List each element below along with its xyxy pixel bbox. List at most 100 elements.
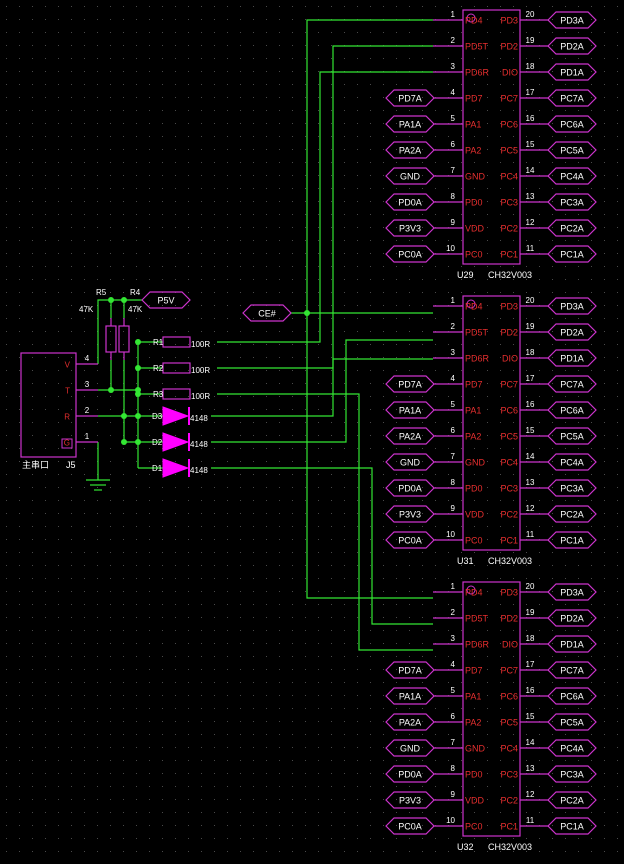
pin-number: 12 <box>526 218 535 227</box>
net-label-text: PC1A <box>560 250 584 260</box>
net-label: PC3A <box>547 765 597 783</box>
net-label: PD0A <box>385 193 435 211</box>
pin-name: PC2 <box>500 796 518 806</box>
connector-key <box>61 438 73 449</box>
net-label-outline <box>547 505 597 523</box>
net-label: PD3A <box>547 583 597 601</box>
chip-part: CH32V003 <box>488 270 532 280</box>
pin-number: 10 <box>446 816 455 825</box>
net-label: P3V3 <box>385 219 435 237</box>
pin-name: PC1 <box>500 822 518 832</box>
net-label-text: PD1A <box>560 640 584 650</box>
net-label-text: GND <box>400 172 421 182</box>
junction-dot <box>135 339 141 345</box>
pin-name: PD4 <box>465 302 483 312</box>
net-label-text: PD3A <box>560 302 584 312</box>
pin-name: PD2 <box>500 328 518 338</box>
chip-u32: 1PD42PD5T3PD6R4PD75PA16PA27GND8PD09VDD10… <box>433 581 549 852</box>
pullup-value: 47K <box>79 305 94 314</box>
chip-u29: 1PD42PD5T3PD6R4PD75PA16PA27GND8PD09VDD10… <box>433 9 549 280</box>
pin-name: PC0 <box>465 536 483 546</box>
net-label-text: P3V3 <box>399 510 421 520</box>
net-label-outline <box>385 453 435 471</box>
junction-dot <box>121 413 127 419</box>
net-label-text: PC5A <box>560 432 584 442</box>
junction-dot <box>135 413 141 419</box>
junction-dot <box>121 439 127 445</box>
pin-name: PD7 <box>465 94 483 104</box>
connector-pin-name: T <box>65 387 70 396</box>
resistor-value: 100R <box>191 366 210 375</box>
net-label: PD7A <box>385 661 435 679</box>
net-label-outline <box>547 531 597 549</box>
net-label: P3V3 <box>385 791 435 809</box>
pin-name: PC4 <box>500 458 518 468</box>
pin-number: 6 <box>451 712 456 721</box>
net-label-text: PD0A <box>398 198 422 208</box>
pin-number: 4 <box>451 88 456 97</box>
pin-number: 12 <box>526 790 535 799</box>
net-label-text: PA1A <box>399 406 421 416</box>
net-label: PD2A <box>547 323 597 341</box>
net-label-text: PD0A <box>398 484 422 494</box>
wire-p5v <box>97 299 142 364</box>
net-label-text: PD0A <box>398 770 422 780</box>
net-label-outline <box>547 37 597 55</box>
pin-number: 5 <box>451 114 456 123</box>
net-label-outline <box>385 115 435 133</box>
pin-number: 16 <box>526 114 535 123</box>
net-label: PD3A <box>547 297 597 315</box>
pin-name: PD5T <box>465 614 489 624</box>
pin-number: 9 <box>451 218 456 227</box>
connector-pin-name: V <box>65 361 71 370</box>
diode-value: 4148 <box>190 440 208 449</box>
junction-dot <box>108 297 114 303</box>
connector-pin-number: 4 <box>85 354 90 363</box>
pin-name: PD7 <box>465 666 483 676</box>
connector-name: 主串口 <box>22 459 49 470</box>
junction-dot <box>108 387 114 393</box>
pin-number: 19 <box>526 322 535 331</box>
net-label-outline <box>547 63 597 81</box>
net-label-text: PC4A <box>560 744 584 754</box>
net-label: PC5A <box>547 141 597 159</box>
net-label: PD2A <box>547 609 597 627</box>
net-label-text: PD1A <box>560 354 584 364</box>
net-label-outline <box>385 245 435 263</box>
net-label: PC0A <box>385 245 435 263</box>
pullup-r4 <box>118 318 130 360</box>
net-label-text: PC6A <box>560 406 584 416</box>
pin-number: 8 <box>451 192 456 201</box>
pin-number: 6 <box>451 426 456 435</box>
pin-number: 1 <box>451 10 456 19</box>
net-label-text: PD7A <box>398 666 422 676</box>
net-label: GND <box>385 739 435 757</box>
connector-pin-number: 3 <box>85 380 90 389</box>
pin-number: 14 <box>526 452 535 461</box>
net-label-text: PC5A <box>560 718 584 728</box>
wire-d1-u32 <box>211 467 433 625</box>
net-label: PC6A <box>547 687 597 705</box>
net-label-outline <box>547 609 597 627</box>
net-label: PA1A <box>385 687 435 705</box>
net-label: PD7A <box>385 375 435 393</box>
diode-body <box>162 458 190 478</box>
pin-name: PC6 <box>500 406 518 416</box>
net-label-outline <box>385 193 435 211</box>
net-label-text: PC5A <box>560 146 584 156</box>
chip-ref: U32 <box>457 842 474 852</box>
pin-number: 4 <box>451 660 456 669</box>
junction-dot <box>135 365 141 371</box>
wire-d2-u31 <box>211 339 433 443</box>
net-label-text: PD3A <box>560 16 584 26</box>
pin-number: 15 <box>526 140 535 149</box>
pin-number: 13 <box>526 478 535 487</box>
wire-ce-u29 <box>306 19 433 313</box>
net-label-outline <box>385 817 435 835</box>
net-label-outline <box>547 115 597 133</box>
net-label-text: PC2A <box>560 796 584 806</box>
pin-name: PD2 <box>500 42 518 52</box>
net-label-outline <box>385 531 435 549</box>
